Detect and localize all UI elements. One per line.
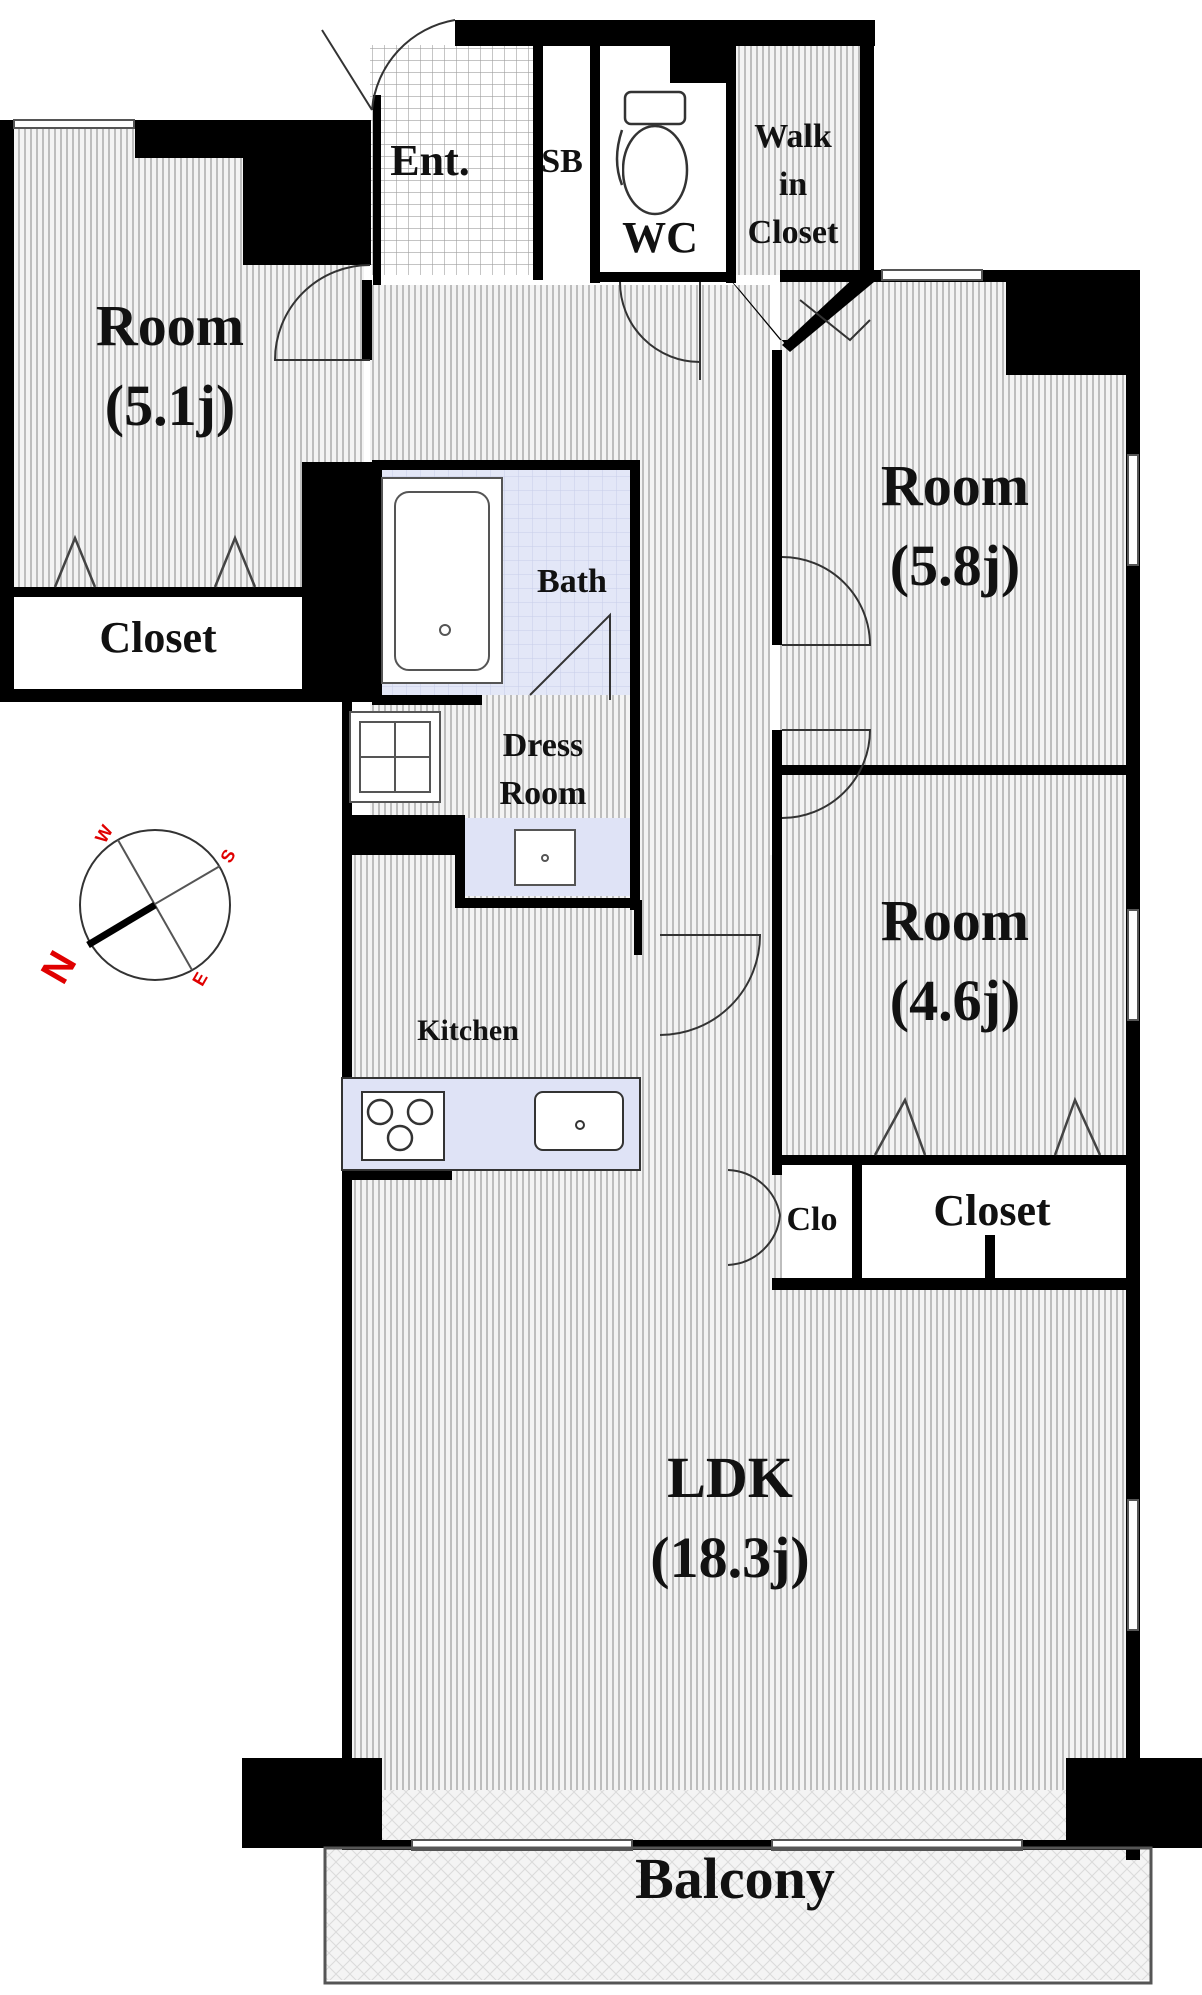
room-east-lower-size: (4.6j) xyxy=(890,968,1020,1033)
ldk-label: LDK xyxy=(667,1445,793,1510)
closet-east-label: Closet xyxy=(933,1186,1051,1235)
bath-label: Bath xyxy=(537,563,607,600)
shoe-box-label: SB xyxy=(541,143,583,180)
entrance-label: Ent. xyxy=(390,136,469,185)
wic-label-line2: in xyxy=(779,166,807,203)
ldk-size: (18.3j) xyxy=(650,1525,809,1590)
room-west-size: (5.1j) xyxy=(105,373,235,438)
compass-south: S xyxy=(216,846,239,866)
bathtub xyxy=(381,477,503,684)
balcony-rail xyxy=(323,1846,1153,1985)
clo-box xyxy=(782,1165,852,1278)
washing-machine xyxy=(349,711,441,803)
room-east-upper-label: Room xyxy=(881,453,1029,518)
toilet xyxy=(615,90,689,216)
dress-label-line1: Dress xyxy=(503,727,584,764)
wic-label-line3: Closet xyxy=(748,214,839,251)
room-east-lower-label: Room xyxy=(881,888,1029,953)
wic-label-line1: Walk xyxy=(754,118,832,155)
compass: N W S E xyxy=(33,822,240,991)
clo-label: Clo xyxy=(787,1201,838,1238)
compass-east: E xyxy=(188,969,211,989)
compass-needle xyxy=(86,901,157,949)
wash-basin xyxy=(514,829,576,886)
wic-floor xyxy=(733,45,863,275)
entrance-floor xyxy=(370,45,535,275)
room-west-label: Room xyxy=(96,293,244,358)
balcony-floor xyxy=(325,1790,1151,1980)
kitchen-label: Kitchen xyxy=(417,1014,519,1047)
folding-doors xyxy=(53,534,1102,1156)
wc-label: WC xyxy=(622,213,698,262)
room-east-lower-floor xyxy=(780,775,1126,1155)
balcony-label: Balcony xyxy=(635,1846,835,1911)
doors xyxy=(273,19,872,1266)
windows xyxy=(13,119,1139,1851)
dress-label-line2: Room xyxy=(500,775,587,812)
closet-west-box xyxy=(14,597,302,689)
compass-north: N xyxy=(33,944,86,991)
kitchen-counter xyxy=(341,1077,641,1171)
walls xyxy=(0,20,1202,1860)
closet-west-label: Closet xyxy=(99,613,217,662)
room-east-upper-size: (5.8j) xyxy=(890,533,1020,598)
